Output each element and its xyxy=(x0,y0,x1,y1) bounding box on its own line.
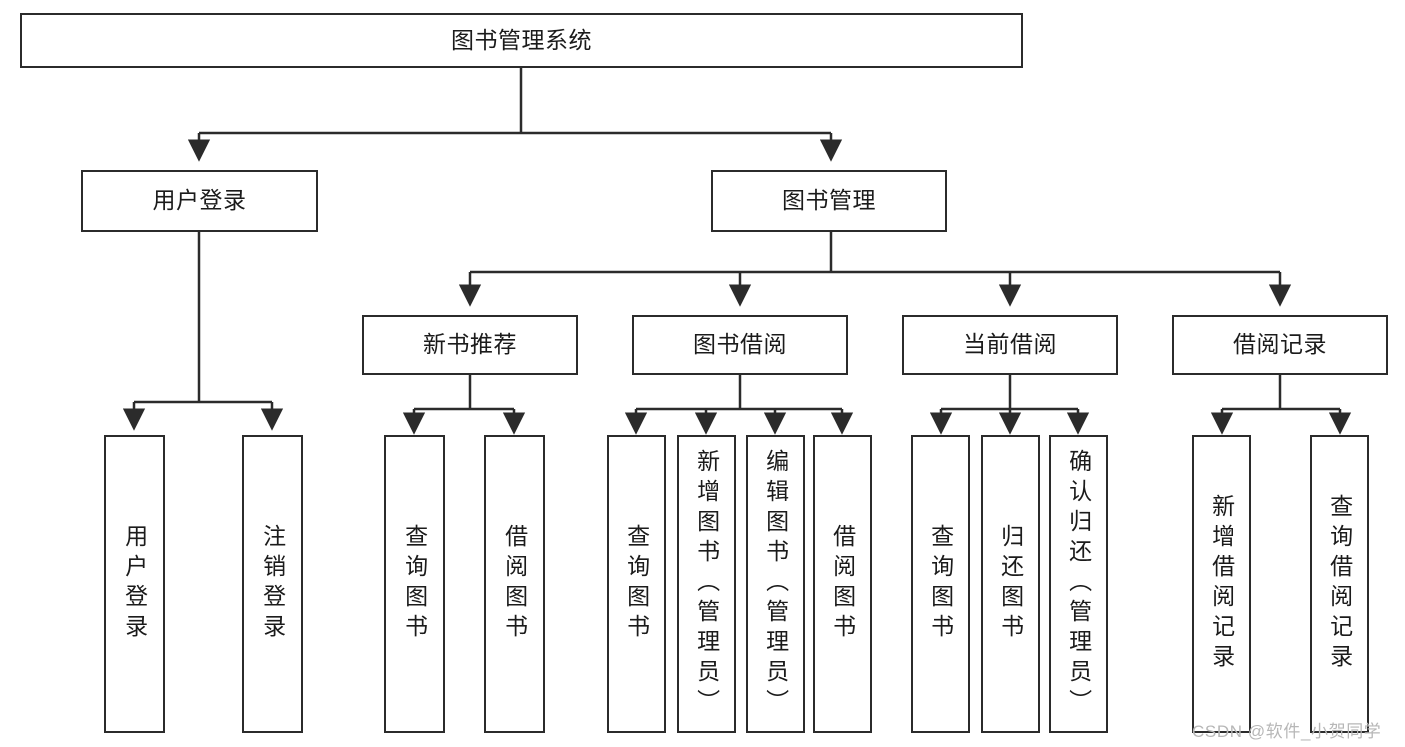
node-label: 查询图书 xyxy=(401,524,428,644)
node-label: 新书推荐 xyxy=(423,331,517,358)
node-label: 查询图书 xyxy=(927,524,954,644)
node-label: 查询借阅记录 xyxy=(1326,494,1353,674)
node-leaf-borrow-book-2[interactable]: 借阅图书 xyxy=(813,435,872,733)
node-label: 新增图书（管理员） xyxy=(693,449,720,719)
node-label: 归还图书 xyxy=(997,524,1024,644)
node-book-borrow[interactable]: 图书借阅 xyxy=(632,315,848,375)
node-label: 借阅记录 xyxy=(1233,331,1327,358)
node-label: 新增借阅记录 xyxy=(1208,494,1235,674)
node-label: 当前借阅 xyxy=(963,331,1057,358)
node-leaf-query-book-2[interactable]: 查询图书 xyxy=(607,435,666,733)
node-leaf-user-login[interactable]: 用户登录 xyxy=(104,435,165,733)
node-label: 确认归还（管理员） xyxy=(1065,449,1092,719)
node-leaf-borrow-book-1[interactable]: 借阅图书 xyxy=(484,435,545,733)
node-label: 图书管理 xyxy=(782,187,876,214)
node-leaf-logout-login[interactable]: 注销登录 xyxy=(242,435,303,733)
node-leaf-add-book-admin[interactable]: 新增图书（管理员） xyxy=(677,435,736,733)
node-leaf-query-book-3[interactable]: 查询图书 xyxy=(911,435,970,733)
node-label: 编辑图书（管理员） xyxy=(762,449,789,719)
node-leaf-query-book-1[interactable]: 查询图书 xyxy=(384,435,445,733)
node-leaf-return-book[interactable]: 归还图书 xyxy=(981,435,1040,733)
node-label: 借阅图书 xyxy=(829,524,856,644)
node-current-borrow[interactable]: 当前借阅 xyxy=(902,315,1118,375)
node-label: 注销登录 xyxy=(259,524,286,644)
node-leaf-add-borrow-record[interactable]: 新增借阅记录 xyxy=(1192,435,1251,733)
node-label: 用户登录 xyxy=(121,524,148,644)
node-label: 图书管理系统 xyxy=(451,26,592,53)
node-leaf-edit-book-admin[interactable]: 编辑图书（管理员） xyxy=(746,435,805,733)
node-label: 查询图书 xyxy=(623,524,650,644)
node-root-system[interactable]: 图书管理系统 xyxy=(20,13,1023,68)
node-new-book-recommend[interactable]: 新书推荐 xyxy=(362,315,578,375)
node-label: 借阅图书 xyxy=(501,524,528,644)
node-label: 图书借阅 xyxy=(693,331,787,358)
node-book-manage[interactable]: 图书管理 xyxy=(711,170,947,232)
node-borrow-record[interactable]: 借阅记录 xyxy=(1172,315,1388,375)
node-user-login[interactable]: 用户登录 xyxy=(81,170,318,232)
node-label: 用户登录 xyxy=(152,187,247,214)
watermark-credit: CSDN @软件_小贺同学 xyxy=(1192,722,1382,741)
node-leaf-query-borrow-record[interactable]: 查询借阅记录 xyxy=(1310,435,1369,733)
node-leaf-confirm-return-admin[interactable]: 确认归还（管理员） xyxy=(1049,435,1108,733)
